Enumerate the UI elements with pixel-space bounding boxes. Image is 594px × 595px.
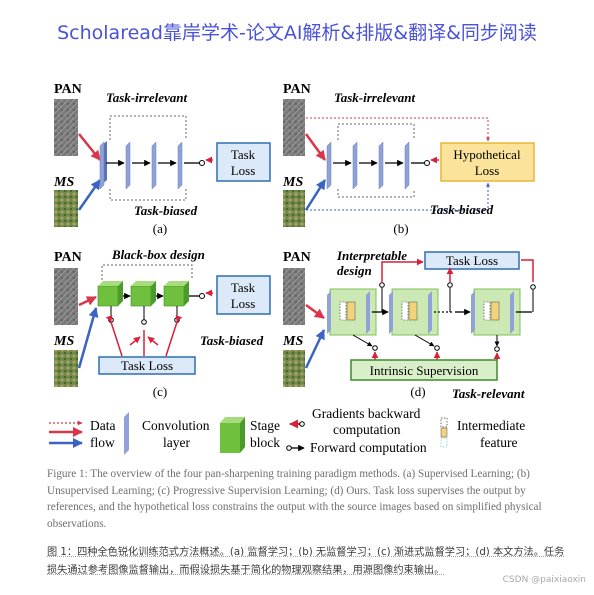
ms-image	[283, 190, 305, 227]
task-relevant-label: Task-relevant	[452, 386, 525, 401]
intrinsic-supervision-label: Intrinsic Supervision	[370, 363, 479, 378]
legend-grad-2: computation	[333, 422, 401, 437]
task-irrelevant-label: Task-irrelevant	[106, 90, 188, 105]
task-biased-label: Task-biased	[134, 203, 198, 218]
conv-stack	[99, 141, 183, 190]
watermark: CSDN @paixiaoxin	[502, 575, 586, 585]
convolution-layer-icon	[124, 412, 129, 455]
ms-label: MS	[53, 334, 74, 349]
legend-stage-1: Stage	[250, 418, 280, 433]
panel-tag: (a)	[153, 221, 167, 236]
pan-label: PAN	[283, 250, 311, 265]
interpretable-label-line2: design	[337, 263, 372, 278]
task-loss-line1: Task	[231, 280, 256, 295]
top-task-loss-box	[424, 251, 520, 270]
pan-image	[54, 268, 78, 325]
pan-label: PAN	[54, 82, 82, 97]
panel-b: PAN MS Task-irrelevant Hypothetical Loss…	[282, 82, 535, 236]
legend-inter-2: feature	[480, 435, 517, 450]
hypo-loss-line1: Hypothetical	[453, 147, 521, 162]
task-loss-line2: Loss	[231, 296, 256, 311]
task-loss-box	[216, 275, 271, 315]
stage-block-icon	[220, 417, 245, 453]
task-irrelevant-label: Task-irrelevant	[334, 90, 416, 105]
figure-caption: Figure 1: The overview of the four pan-s…	[47, 468, 542, 530]
hypothetical-loss-box	[440, 142, 535, 182]
legend-grad-1: Gradients backward	[312, 406, 421, 421]
app-banner: Scholaread靠岸学术-论文AI解析&排版&翻译&同步阅读	[57, 22, 537, 44]
pan-label: PAN	[283, 82, 311, 97]
interpretable-label-line1: Interpretable	[336, 248, 407, 263]
task-loss-box	[216, 142, 271, 182]
ms-label: MS	[282, 334, 303, 349]
black-box-design-label: Black-box design	[111, 247, 205, 262]
pan-image	[54, 99, 78, 156]
panel-tag: (c)	[153, 384, 167, 399]
paradigm-figure: PAN MS Task-irrelevant Task Loss Task-bi…	[49, 82, 536, 455]
panel-tag: (b)	[393, 221, 408, 236]
legend-forward: Forward computation	[310, 440, 427, 455]
ms-image	[54, 190, 78, 227]
legend-stage-2: block	[250, 435, 280, 450]
top-task-loss-label: Task Loss	[446, 253, 498, 268]
ms-label: MS	[53, 175, 74, 190]
hypo-loss-line2: Loss	[475, 163, 500, 178]
panel-tag: (d)	[410, 384, 425, 399]
legend-data-flow-2: flow	[90, 435, 115, 450]
pan-image	[283, 268, 305, 325]
legend-conv-2: layer	[163, 435, 190, 450]
legend-data-flow-1: Data	[90, 418, 115, 433]
panel-d: PAN MS Interpretable design Task Loss	[282, 248, 536, 401]
ms-image	[54, 350, 78, 387]
task-biased-label: Task-biased	[430, 202, 494, 217]
intermediate-feature-icon	[440, 417, 448, 448]
legend: Data flow Convolution layer Stage block …	[49, 406, 525, 455]
task-loss-line2: Loss	[231, 163, 256, 178]
panel-a: PAN MS Task-irrelevant Task Loss Task-bi…	[53, 82, 271, 236]
legend-conv-1: Convolution	[142, 418, 210, 433]
bottom-task-loss-label: Task Loss	[121, 358, 173, 373]
interpretable-stages	[327, 288, 521, 336]
legend-inter-1: Intermediate	[457, 418, 525, 433]
task-loss-line1: Task	[231, 147, 256, 162]
stage-blocks	[97, 281, 189, 307]
pan-label: PAN	[54, 250, 82, 265]
ms-label: MS	[282, 175, 303, 190]
bottom-task-loss-box	[98, 356, 196, 375]
ms-image	[283, 350, 305, 387]
panel-c: PAN MS Black-box design Task Loss	[53, 247, 271, 399]
pan-image	[283, 99, 305, 156]
figure-caption-translation: 图 1：四种全色锐化训练范式方法概述。(a) 监督学习；(b) 无监督学习；(c…	[47, 547, 565, 576]
intrinsic-supervision-box	[350, 359, 498, 381]
task-biased-label: Task-biased	[200, 333, 264, 348]
